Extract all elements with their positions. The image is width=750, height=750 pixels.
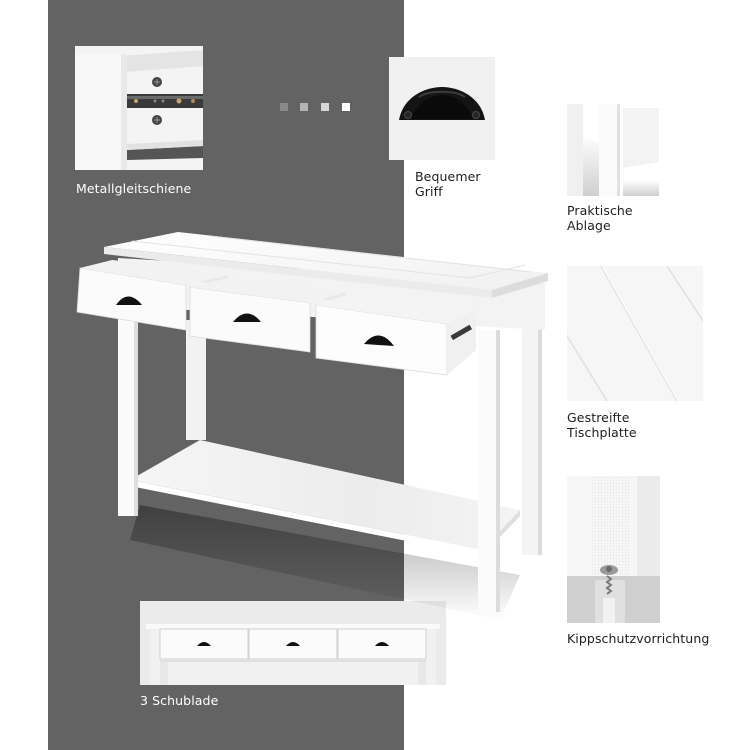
caption-handle-line2: Griff <box>415 184 443 199</box>
caption-shelf: Praktische Ablage <box>567 203 633 233</box>
carousel-dot-4[interactable] <box>342 103 350 111</box>
anti-tip-image <box>567 476 660 623</box>
caption-tabletop: Gestreifte Tischplatte <box>567 410 637 440</box>
feature-thumb-tabletop <box>567 266 703 401</box>
three-drawers-image <box>140 601 446 685</box>
carousel-dot-1[interactable] <box>280 103 288 111</box>
slide-rail-image <box>75 46 203 170</box>
feature-thumb-shelf <box>567 104 659 196</box>
carousel-dot-2[interactable] <box>300 103 308 111</box>
caption-shelf-line1: Praktische <box>567 203 633 218</box>
striped-tabletop-image <box>567 266 703 401</box>
feature-thumb-handle <box>389 57 495 160</box>
table-leg-front-right <box>478 330 500 612</box>
caption-anti-tip: Kippschutzvorrichtung <box>567 631 710 646</box>
caption-handle: Bequemer Griff <box>415 169 481 199</box>
cup-handle-icon <box>389 57 495 160</box>
carousel-dot-3[interactable] <box>321 103 329 111</box>
table-leg-back-right <box>522 290 542 555</box>
caption-handle-line1: Bequemer <box>415 169 481 184</box>
feature-thumb-slide-rail <box>75 46 203 170</box>
caption-slide-rail: Metallgleitschiene <box>76 181 192 196</box>
feature-thumb-anti-tip <box>567 476 660 623</box>
shelf-image <box>567 104 659 196</box>
caption-tabletop-line1: Gestreifte <box>567 410 630 425</box>
caption-shelf-line2: Ablage <box>567 218 611 233</box>
feature-thumb-drawers <box>140 601 446 685</box>
caption-drawers: 3 Schublade <box>140 693 219 708</box>
caption-tabletop-line2: Tischplatte <box>567 425 637 440</box>
